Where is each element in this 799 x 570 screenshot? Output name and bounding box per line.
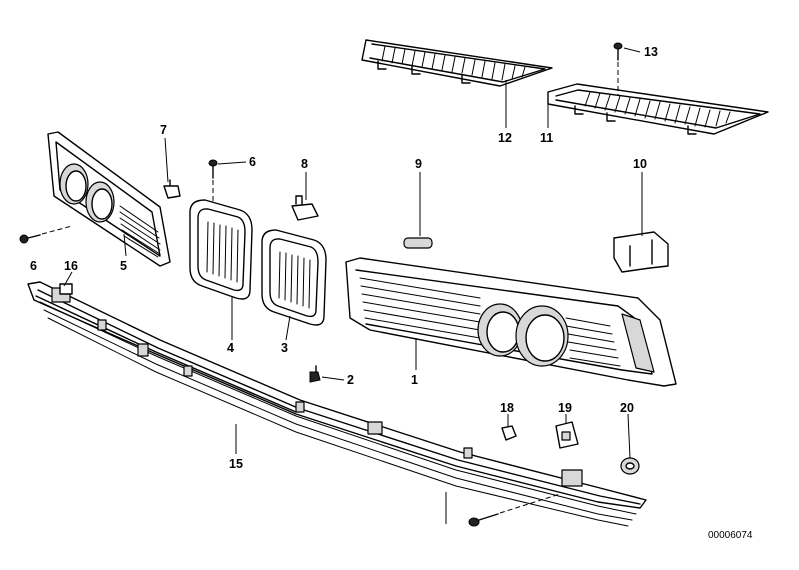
part-15-lower-grille bbox=[27, 281, 647, 527]
part-7-clip bbox=[163, 179, 181, 199]
part-1-right-grille bbox=[345, 257, 677, 387]
callout-16: 16 bbox=[64, 259, 78, 273]
part-6-screw-upper bbox=[208, 159, 218, 204]
part-12-upper-panel bbox=[361, 39, 553, 87]
part-10-bracket bbox=[613, 231, 669, 273]
part-19-nut bbox=[555, 421, 579, 449]
callout-2: 2 bbox=[347, 373, 354, 387]
callout-12: 12 bbox=[498, 131, 512, 145]
callout-20: 20 bbox=[620, 401, 634, 415]
callout-6-left: 6 bbox=[30, 259, 37, 273]
part-16-clip bbox=[59, 283, 73, 295]
part-5-left-grille bbox=[47, 131, 171, 267]
part-2-screw bbox=[309, 365, 321, 383]
part-18-clip bbox=[501, 425, 517, 441]
callout-7: 7 bbox=[160, 123, 167, 137]
lower-screw bbox=[468, 493, 561, 527]
part-6-screw-left bbox=[19, 225, 73, 244]
callout-10: 10 bbox=[633, 157, 647, 171]
part-13-screw bbox=[613, 42, 623, 95]
callout-15: 15 bbox=[229, 457, 243, 471]
part-3-kidney-grille bbox=[261, 229, 327, 326]
callout-3: 3 bbox=[281, 341, 288, 355]
callout-5: 5 bbox=[120, 259, 127, 273]
callout-1: 1 bbox=[411, 373, 418, 387]
part-20-grommet bbox=[620, 457, 640, 475]
part-8-clip bbox=[291, 195, 319, 221]
callout-4: 4 bbox=[227, 341, 234, 355]
callout-6-upper: 6 bbox=[249, 155, 256, 169]
callout-11: 11 bbox=[540, 131, 553, 145]
part-11-lower-panel bbox=[547, 83, 769, 135]
reference-code: 00006074 bbox=[708, 530, 753, 541]
callout-13: 13 bbox=[644, 45, 658, 59]
callout-18: 18 bbox=[500, 401, 514, 415]
leader-lines bbox=[63, 47, 643, 524]
callout-19: 19 bbox=[558, 401, 572, 415]
callout-9: 9 bbox=[415, 157, 422, 171]
part-9-fastener bbox=[403, 237, 433, 249]
part-4-kidney-grille bbox=[189, 199, 253, 300]
callout-8: 8 bbox=[301, 157, 308, 171]
